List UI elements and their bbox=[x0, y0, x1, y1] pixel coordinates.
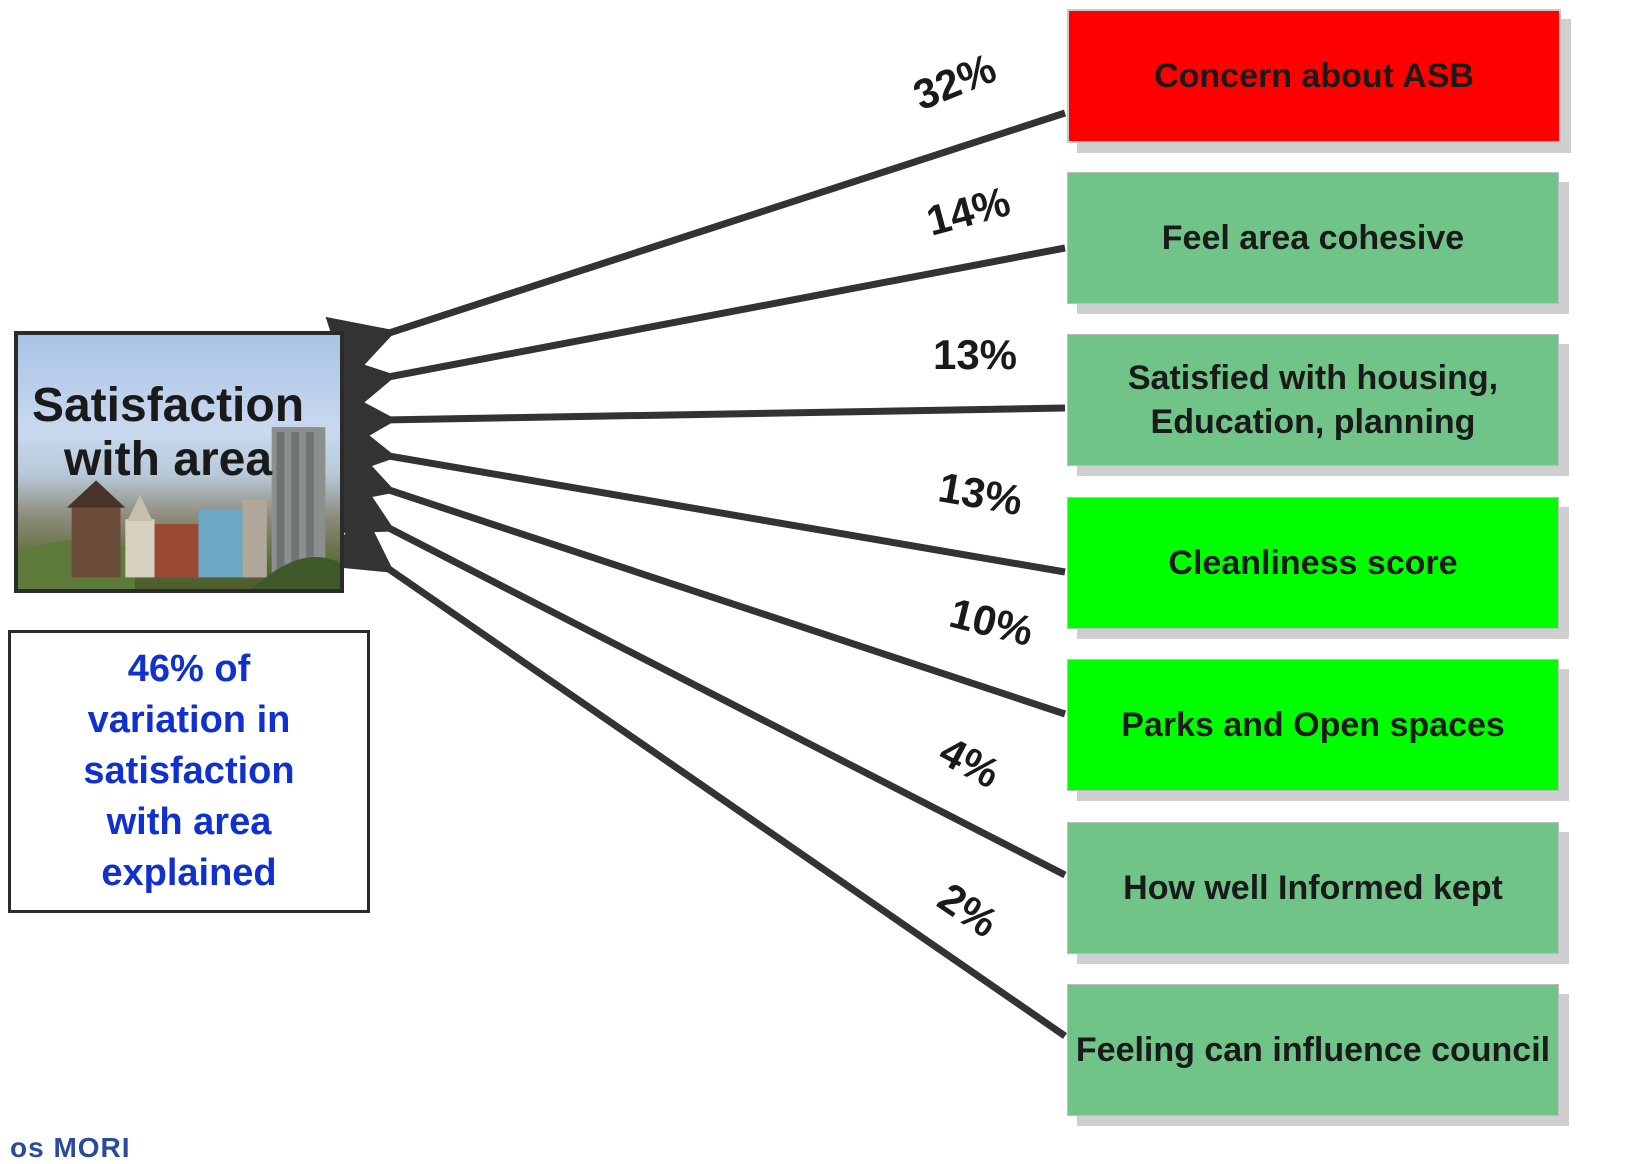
driver-percent-label: 14% bbox=[922, 177, 1015, 244]
driver-label: Satisfied with housing, Education, plann… bbox=[1127, 359, 1499, 441]
footer-logo: os MORI bbox=[10, 1132, 131, 1163]
driver-label: Parks and Open spaces bbox=[1121, 706, 1505, 744]
driver-percent-label: 10% bbox=[945, 589, 1038, 655]
driver-arrow bbox=[333, 385, 1066, 456]
driver-arrow bbox=[323, 471, 1067, 879]
driver-percent-label: 32% bbox=[907, 44, 1003, 119]
driver-box: How well Informed kept bbox=[1067, 821, 1559, 954]
target-title: Satisfaction with area bbox=[31, 379, 305, 486]
driver-box: Feel area cohesive bbox=[1067, 171, 1559, 304]
town-skyline-image bbox=[18, 427, 340, 589]
driver-arrow bbox=[328, 244, 1066, 422]
driver-box: Cleanliness score bbox=[1067, 496, 1559, 629]
driver-label: Cleanliness score bbox=[1168, 543, 1458, 582]
driver-percent-label: 13% bbox=[933, 331, 1017, 378]
driver-box: Feeling can influence council bbox=[1067, 984, 1559, 1116]
target-box: Satisfaction with area bbox=[14, 331, 344, 593]
driver-label: Feel area cohesive bbox=[1161, 218, 1465, 257]
variance-explained-note: 46% of variation in satisfaction with ar… bbox=[8, 630, 370, 913]
driver-percent-label: 2% bbox=[930, 874, 1007, 947]
driver-arrow bbox=[325, 109, 1067, 384]
driver-percent-label: 13% bbox=[935, 463, 1026, 524]
driver-arrow bbox=[322, 508, 1067, 1039]
driver-percent-label: 4% bbox=[932, 727, 1008, 797]
driver-label: How well Informed kept bbox=[1123, 868, 1503, 907]
driver-box: Concern about ASB bbox=[1067, 9, 1561, 143]
driver-label: Feeling can influence council bbox=[1075, 1031, 1551, 1069]
driver-box: Parks and Open spaces bbox=[1067, 659, 1559, 791]
driver-arrow bbox=[325, 439, 1067, 718]
driver-box: Satisfied with housing, Education, plann… bbox=[1067, 334, 1559, 466]
driver-label: Concern about ASB bbox=[1154, 57, 1474, 95]
driver-arrow bbox=[328, 412, 1066, 576]
